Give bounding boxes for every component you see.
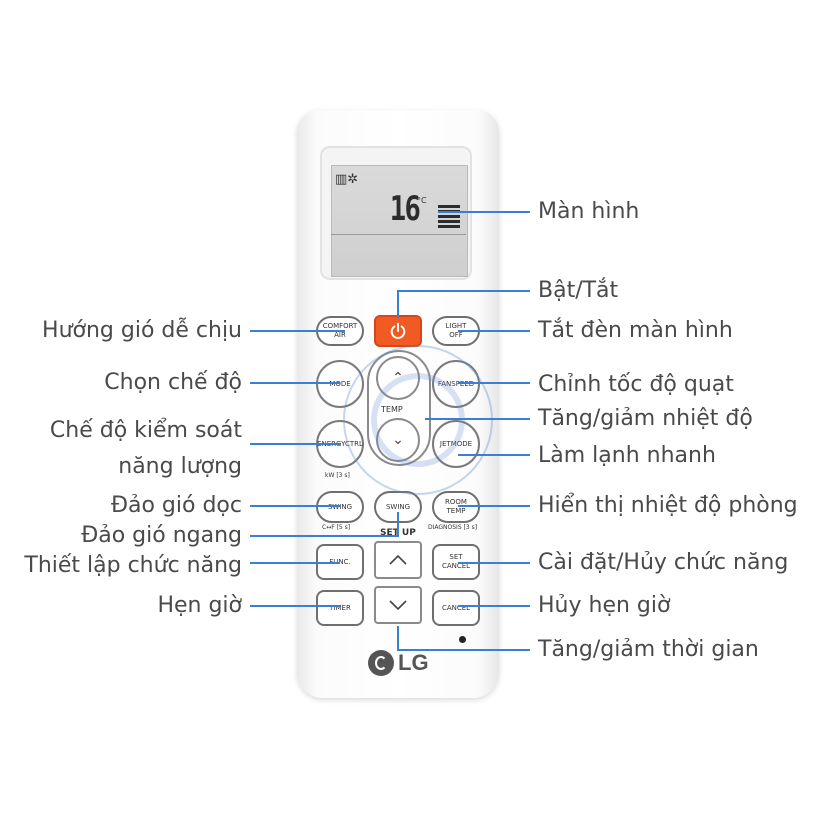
mode-label: MODE: [329, 380, 351, 388]
cool-mode-icon: ▥✲: [335, 172, 359, 187]
callout-func: Thiết lập chức năng: [24, 553, 242, 578]
fan-speed-button[interactable]: FANSPEED: [432, 360, 480, 408]
fan-speed-label-1: FAN: [437, 380, 452, 388]
time-up-button[interactable]: [374, 541, 422, 579]
timer-label: TIMER: [329, 603, 351, 612]
callout-time-adjust: Tăng/giảm thời gian: [538, 637, 759, 662]
energy-sub-label: kW [3 s]: [325, 472, 350, 479]
energy-ctrl-label-1: ENERGY: [317, 440, 345, 448]
callout-power: Bật/Tắt: [538, 278, 619, 303]
callout-fan-speed: Chỉnh tốc độ quạt: [538, 372, 734, 397]
callout-swing-horizontal: Đảo gió ngang: [81, 523, 242, 548]
callout-energy: Chế độ kiểm soát năng lượng: [12, 413, 242, 485]
jet-mode-button[interactable]: JETMODE: [432, 420, 480, 468]
callout-comfort-air: Hướng gió dễ chịu: [42, 318, 242, 343]
mode-button[interactable]: MODE: [316, 360, 364, 408]
swing-vertical-sub-label: C↔F [5 s]: [322, 524, 351, 531]
cancel-timer-button[interactable]: CANCEL: [432, 590, 480, 626]
lcd-unit: °C: [417, 196, 427, 205]
callout-mode: Chọn chế độ: [104, 370, 242, 395]
func-label: FUNC.: [329, 557, 351, 566]
room-temp-sub-label: DIAGNOSIS [3 s]: [428, 524, 478, 531]
time-down-button[interactable]: [374, 586, 422, 624]
callout-cancel-timer: Hủy hẹn giờ: [538, 593, 671, 618]
swing-vertical-button[interactable]: SWING: [316, 491, 364, 523]
callout-light-off: Tắt đèn màn hình: [538, 318, 733, 343]
temp-label: TEMP: [381, 405, 403, 414]
callout-swing-vertical: Đảo gió dọc: [110, 493, 242, 518]
set-cancel-label-1: SET: [449, 553, 463, 561]
light-off-label-2: OFF: [449, 331, 463, 339]
fan-level-icon: [438, 205, 460, 231]
comfort-air-label-2: AIR: [334, 331, 346, 339]
energy-ctrl-label-2: CTRL: [345, 440, 363, 448]
lg-logo: LG: [368, 648, 429, 678]
room-temp-label-1: ROOM: [445, 498, 467, 506]
cancel-label: CANCEL: [441, 603, 471, 612]
indicator-dot: [459, 636, 466, 643]
lg-logo-icon: [368, 650, 394, 676]
lcd-temperature: 16: [389, 189, 421, 229]
swing-vertical-label: SWING: [327, 502, 353, 511]
swing-horizontal-label: SWING: [385, 502, 411, 511]
power-button[interactable]: [374, 315, 422, 347]
fan-speed-label-2: SPEED: [451, 380, 475, 388]
temp-up-button[interactable]: ⌃: [376, 356, 420, 400]
energy-ctrl-button[interactable]: ENERGYCTRL: [316, 420, 364, 468]
temp-down-button[interactable]: ⌄: [376, 418, 420, 462]
chevron-down-icon: ⌄: [392, 432, 404, 448]
jet-mode-label-2: MODE: [450, 440, 473, 448]
timer-button[interactable]: TIMER: [316, 590, 364, 626]
func-button[interactable]: FUNC.: [316, 544, 364, 580]
callout-timer: Hẹn giờ: [157, 593, 242, 618]
set-cancel-label-2: CANCEL: [441, 562, 471, 570]
comfort-air-label-1: COMFORT: [322, 322, 358, 330]
callout-room-temp: Hiển thị nhiệt độ phòng: [538, 493, 798, 518]
brand-label: LG: [398, 650, 429, 675]
callout-temp: Tăng/giảm nhiệt độ: [538, 406, 753, 431]
callout-set-cancel: Cài đặt/Hủy chức năng: [538, 550, 789, 575]
light-off-label-1: LIGHT: [445, 322, 467, 330]
callout-energy-line-2: năng lượng: [118, 454, 242, 479]
jet-mode-label-1: JET: [439, 440, 451, 448]
callout-energy-line-1: Chế độ kiểm soát: [49, 418, 242, 443]
room-temp-label-2: TEMP: [446, 507, 466, 515]
callout-screen: Màn hình: [538, 199, 640, 224]
chevron-up-icon: ⌃: [392, 370, 404, 386]
power-icon: [390, 322, 406, 339]
chevron-up-icon: [389, 554, 407, 565]
swing-horizontal-button[interactable]: SWING: [374, 491, 422, 523]
lcd-divider: [331, 234, 466, 235]
chevron-down-icon: [389, 600, 407, 611]
callout-jet-mode: Làm lạnh nhanh: [538, 443, 716, 468]
setup-label: SET UP: [380, 528, 416, 538]
